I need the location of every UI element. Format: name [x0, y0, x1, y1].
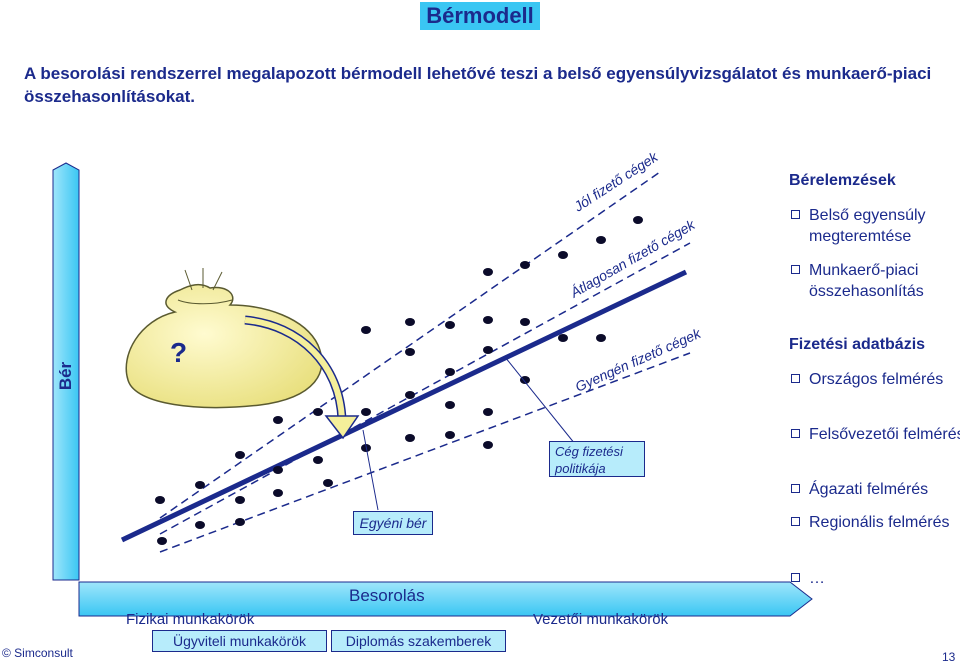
curved-arrow [244, 315, 360, 440]
copyright: © Simconsult [2, 646, 73, 660]
salary-point [558, 251, 568, 259]
y-axis-label: Bér [56, 361, 75, 390]
salary-point [596, 236, 606, 244]
salary-point [157, 537, 167, 545]
salary-point [445, 368, 455, 376]
analysis-item-internal-balance: Belső egyensúly megteremtése [789, 205, 960, 247]
salary-point [195, 521, 205, 529]
salary-point [596, 334, 606, 342]
checkbox-icon [791, 517, 800, 526]
checkbox-icon [791, 374, 800, 383]
salary-point [405, 391, 415, 399]
top-dashed-line [159, 171, 661, 519]
pay-policy-line [120, 269, 688, 543]
job-family-executive: Vezetői munkakörök [533, 611, 669, 628]
salary-point [483, 346, 493, 354]
middle-dashed-line [159, 242, 691, 535]
database-item-more: … [789, 568, 960, 589]
salary-point [405, 348, 415, 356]
y-axis: Bér [52, 162, 80, 581]
bottom-dashed-line [159, 352, 691, 553]
salary-point [273, 466, 283, 474]
job-family-physical: Fizikai munkakörök [126, 611, 255, 628]
job-family-graduate-text: Diplomás szakemberek [345, 633, 492, 649]
line-label-bottom: Gyengén fizető cégek [573, 325, 704, 395]
page-number: 13 [942, 650, 956, 664]
salary-point [235, 518, 245, 526]
policy-callout: Cég fizetési politikája [549, 441, 645, 477]
salary-point [235, 496, 245, 504]
salary-point [483, 316, 493, 324]
analysis-item-text: Belső egyensúly megteremtése [809, 207, 926, 245]
salary-point [405, 434, 415, 442]
database-item-executive: Felsővezetői felmérés [789, 424, 960, 445]
salary-point [323, 479, 333, 487]
salary-point [445, 431, 455, 439]
salary-point [273, 489, 283, 497]
individual-salary-callout: Egyéni bér [353, 511, 433, 535]
analysis-heading: Bérelemzések [789, 172, 896, 189]
checkbox-icon [791, 573, 800, 582]
database-item-regional: Regionális felmérés [789, 512, 960, 533]
salary-point [155, 496, 165, 504]
analysis-item-market-comparison: Munkaerő-piaci összehasonlítás [789, 260, 960, 302]
database-item-text: … [809, 570, 825, 587]
checkbox-icon [791, 429, 800, 438]
database-item-text: Regionális felmérés [809, 514, 950, 531]
policy-callout-text: Cég fizetési politikája [555, 444, 623, 476]
database-item-text: Országos felmérés [809, 371, 944, 388]
salary-point [273, 416, 283, 424]
salary-point [483, 441, 493, 449]
line-label-middle: Átlagosan fizető cégek [567, 216, 699, 301]
policy-pointer [504, 356, 576, 445]
salary-points [155, 216, 643, 545]
salary-point [235, 451, 245, 459]
x-axis [78, 581, 813, 617]
database-item-text: Ágazati felmérés [809, 481, 929, 498]
individual-pointer [362, 429, 379, 511]
database-item-text: Felsővezetői felmérés [809, 426, 960, 443]
salary-point [633, 216, 643, 224]
checkbox-icon [791, 210, 800, 219]
salary-point [195, 481, 205, 489]
analysis-item-text: Munkaerő-piaci összehasonlítás [809, 262, 924, 300]
page-title-text: Bérmodell [420, 2, 540, 30]
job-family-graduate: Diplomás szakemberek [331, 630, 506, 652]
database-item-sector: Ágazati felmérés [789, 479, 960, 500]
x-axis-label: Besorolás [349, 586, 425, 605]
individual-salary-text: Egyéni bér [359, 515, 427, 531]
database-item-national: Országos felmérés [789, 369, 960, 390]
salary-point [520, 318, 530, 326]
salary-point [313, 456, 323, 464]
checkbox-icon [791, 265, 800, 274]
salary-point [483, 268, 493, 276]
salary-point [520, 261, 530, 269]
salary-point [445, 321, 455, 329]
salary-point [405, 318, 415, 326]
checkbox-icon [791, 484, 800, 493]
salary-point [361, 408, 371, 416]
salary-point [361, 326, 371, 334]
salary-point [483, 408, 493, 416]
job-family-administrative: Ügyviteli munkakörök [152, 630, 327, 652]
job-family-administrative-text: Ügyviteli munkakörök [172, 633, 307, 649]
line-label-top: Jól fizető cégek [570, 148, 661, 215]
salary-point [313, 408, 323, 416]
salary-point [558, 334, 568, 342]
money-bag-icon: ? [125, 268, 323, 409]
intro-text: A besorolási rendszerrel megalapozott bé… [24, 64, 932, 106]
page-title: Bérmodell [0, 2, 960, 30]
salary-point [445, 401, 455, 409]
question-mark: ? [170, 337, 187, 368]
database-heading: Fizetési adatbázis [789, 336, 926, 353]
